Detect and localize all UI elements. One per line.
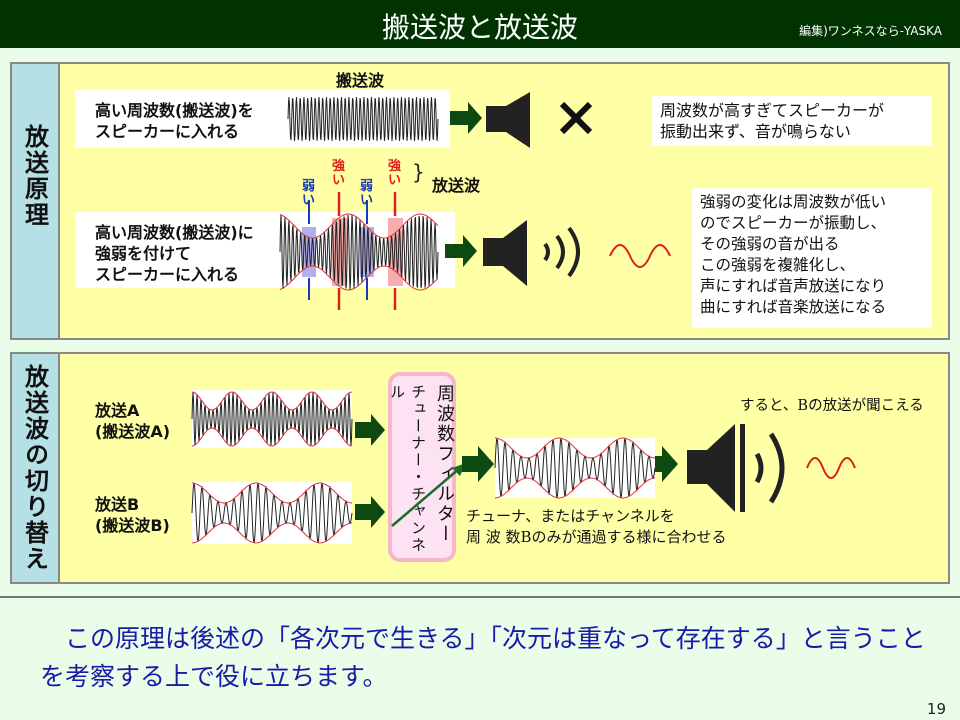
sine-wave-icon — [806, 457, 856, 479]
result-text: すると、Bの放送が聞こえる — [740, 398, 924, 414]
sound-waves-icon — [754, 432, 785, 504]
credit: 編集)ワンネスなら-YASKA — [799, 24, 942, 38]
principle-label: 放送原理 — [20, 124, 49, 228]
sound-waves-icon — [543, 226, 580, 278]
tune-text: チューナ、またはチャンネルを周 波 数Bのみが通過する様に合わせる — [466, 507, 727, 546]
filtered-graphics — [462, 446, 678, 482]
weak-label-1: 弱い — [302, 179, 316, 208]
filtered-wave — [494, 437, 656, 499]
carrier-label: 搬送波 — [336, 71, 385, 90]
switching-label-col: 放送波の切り替え — [12, 354, 60, 582]
wave-a — [191, 390, 353, 448]
row1-text: 高い周波数(搬送波)をスピーカーに入れる — [95, 101, 254, 141]
carrier-wave — [287, 97, 439, 141]
divider — [0, 596, 960, 598]
tuning-arrow-icon — [391, 463, 466, 527]
filter-title: 周波数フィルター — [434, 384, 455, 544]
frequency-filter-box: 周波数フィルター チューナー・チャンネル — [388, 372, 456, 562]
row2-result-box — [692, 188, 932, 328]
broadcast-wave-label: 放送波 — [432, 176, 481, 195]
speaker-icon — [483, 220, 527, 286]
row1-result-box — [652, 96, 932, 146]
row2-graphics — [445, 220, 671, 286]
row1-result: 周波数が高すぎてスピーカーが振動出来ず、音が鳴らない — [660, 101, 885, 141]
principle-label-col: 放送原理 — [12, 64, 60, 338]
arrow-icon — [355, 496, 385, 528]
strong-label-2: 強い — [388, 159, 402, 188]
output-graphics — [687, 424, 856, 512]
switching-panel: 放送波の切り替え — [10, 352, 950, 584]
switching-label: 放送波の切り替え — [20, 364, 49, 572]
weak-label-2: 弱い — [360, 179, 374, 208]
speaker-icon — [687, 424, 745, 512]
filter-subtitle: チューナー・チャンネル — [388, 384, 427, 554]
input-arrows — [355, 414, 385, 528]
speaker-icon — [486, 92, 530, 148]
x-mark-icon — [559, 101, 593, 135]
arrow-icon — [462, 446, 494, 482]
header-bar — [0, 0, 960, 48]
page-number: 19 — [926, 700, 946, 718]
row1-graphics — [450, 92, 593, 148]
arrow-icon — [450, 102, 482, 134]
sine-wave-icon — [609, 244, 671, 268]
arrow-icon — [445, 235, 477, 267]
row2-result: 強弱の変化は周波数が低いのでスピーカーが振動し、その強弱の音が出るこの強弱を複雑… — [700, 193, 887, 316]
row2-text: 高い周波数(搬送波)に強弱を付けてスピーカーに入れる — [95, 223, 254, 284]
wave-b — [191, 482, 353, 544]
broadcast-a-label: 放送A(搬送波A) — [95, 401, 171, 441]
modulated-wave — [279, 192, 439, 310]
arrow-icon — [646, 446, 678, 482]
slide-title: 搬送波と放送波 — [381, 11, 578, 44]
footer-text: この原理は後述の「各次元で生きる」「次元は重なって存在する」と言うことを考察する… — [40, 624, 926, 691]
brace-icon: } — [412, 160, 425, 184]
broadcast-b-label: 放送B(搬送波B) — [95, 495, 170, 535]
arrow-icon — [355, 414, 385, 446]
strong-label-1: 強い — [332, 159, 346, 188]
